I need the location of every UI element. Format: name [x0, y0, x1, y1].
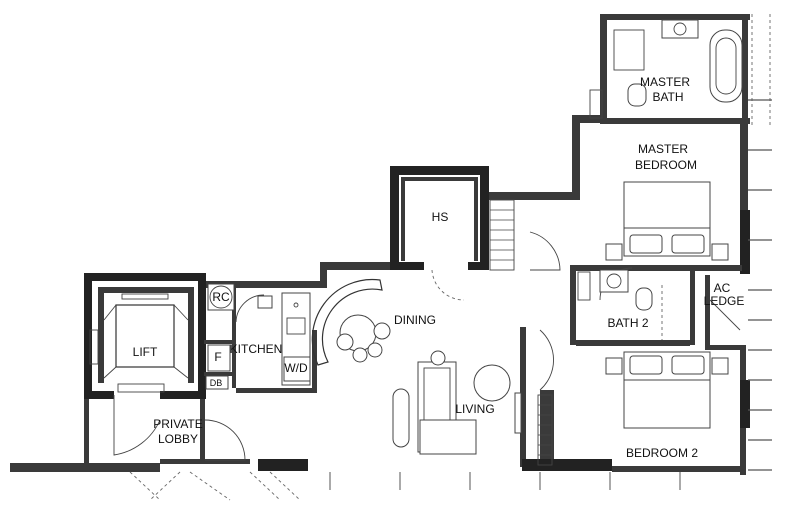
label-kitchen: KITCHEN	[230, 342, 283, 356]
label-master-bath-2: BATH	[652, 90, 683, 104]
label-wd: W/D	[284, 361, 308, 375]
label-bedroom2: BEDROOM 2	[626, 446, 698, 460]
label-ac-ledge-2: LEDGE	[704, 294, 745, 308]
label-master-bedroom-1: MASTER	[638, 142, 688, 156]
label-f: F	[214, 350, 221, 364]
living-furniture	[311, 278, 522, 455]
label-dining: DINING	[394, 313, 436, 327]
master-bath-fixtures	[589, 14, 771, 125]
label-private-lobby-1: PRIVATE	[153, 417, 203, 431]
kitchen-fixtures	[205, 283, 311, 390]
label-lift: LIFT	[133, 345, 158, 359]
hatches	[129, 99, 772, 501]
beds	[605, 181, 729, 429]
label-private-lobby-2: LOBBY	[158, 432, 198, 446]
label-rc: RC	[212, 290, 230, 304]
label-ac-ledge-1: AC	[714, 281, 731, 295]
label-master-bath-1: MASTER	[640, 75, 690, 89]
walls	[10, 14, 750, 475]
label-db: DB	[210, 378, 223, 388]
label-hs: HS	[432, 210, 449, 224]
label-master-bedroom-2: BEDROOM	[635, 158, 697, 172]
lift-details	[89, 293, 189, 393]
room-labels: MASTER BATH MASTER BEDROOM HS RC KITCHEN…	[133, 75, 745, 460]
label-bath2: BATH 2	[607, 316, 648, 330]
bath2-fixtures	[577, 269, 663, 340]
label-living: LIVING	[455, 402, 494, 416]
